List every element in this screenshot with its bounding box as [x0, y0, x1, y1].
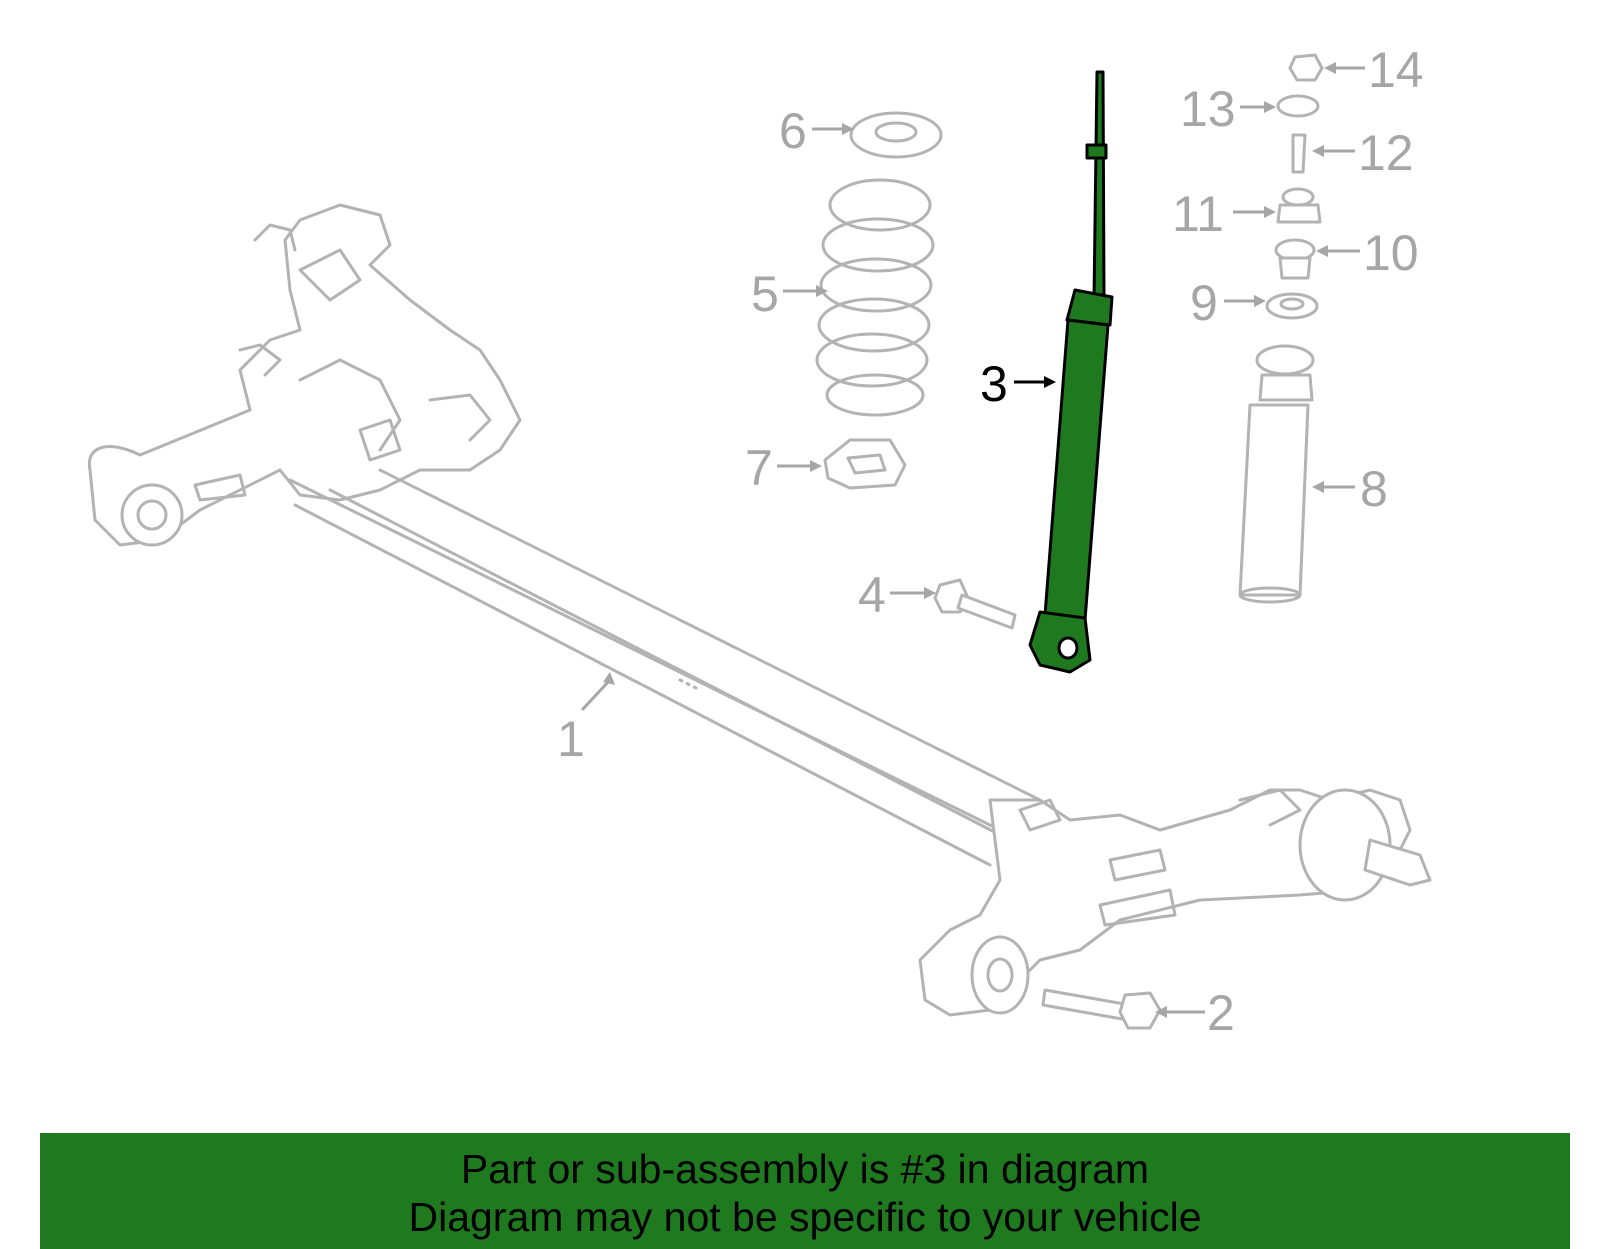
sleeve — [1291, 133, 1307, 174]
callout-4: 4 — [858, 567, 886, 623]
mount-bushing-upper — [1276, 187, 1322, 224]
callout-8: 8 — [1360, 461, 1388, 517]
callout-labels: 1 2 3 4 5 6 7 8 9 10 11 12 13 14 — [557, 42, 1424, 1041]
dust-boot — [1238, 344, 1315, 604]
mount-seat — [1265, 292, 1319, 320]
callout-3: 3 — [980, 356, 1008, 412]
rear-axle-beam — [87, 203, 1432, 1017]
callout-10: 10 — [1363, 225, 1419, 281]
callout-6: 6 — [779, 103, 807, 159]
callout-14: 14 — [1368, 42, 1424, 98]
callout-1: 1 — [557, 711, 585, 767]
washer — [1276, 94, 1320, 118]
callout-11: 11 — [1172, 186, 1224, 242]
callout-9: 9 — [1190, 275, 1218, 331]
callout-13: 13 — [1180, 81, 1236, 137]
mount-bushing-lower — [1274, 238, 1316, 280]
shock-bolt — [933, 578, 1017, 630]
callout-2: 2 — [1207, 985, 1235, 1041]
coil-spring — [815, 178, 935, 417]
nut — [1288, 53, 1324, 82]
shock-absorber — [1028, 70, 1114, 674]
lower-spring-seat — [823, 438, 907, 490]
banner-line-disclaimer: Diagram may not be specific to your vehi… — [408, 1194, 1202, 1240]
axle-bolt — [1041, 988, 1162, 1030]
callout-7: 7 — [745, 440, 773, 496]
info-banner: Part or sub-assembly is #3 in diagram Di… — [40, 1133, 1570, 1249]
upper-spring-seat — [849, 111, 943, 159]
banner-line-part: Part or sub-assembly is #3 in diagram — [460, 1146, 1150, 1192]
callout-12: 12 — [1358, 125, 1414, 181]
callout-5: 5 — [751, 266, 779, 322]
leader-arrows — [580, 62, 1365, 1018]
